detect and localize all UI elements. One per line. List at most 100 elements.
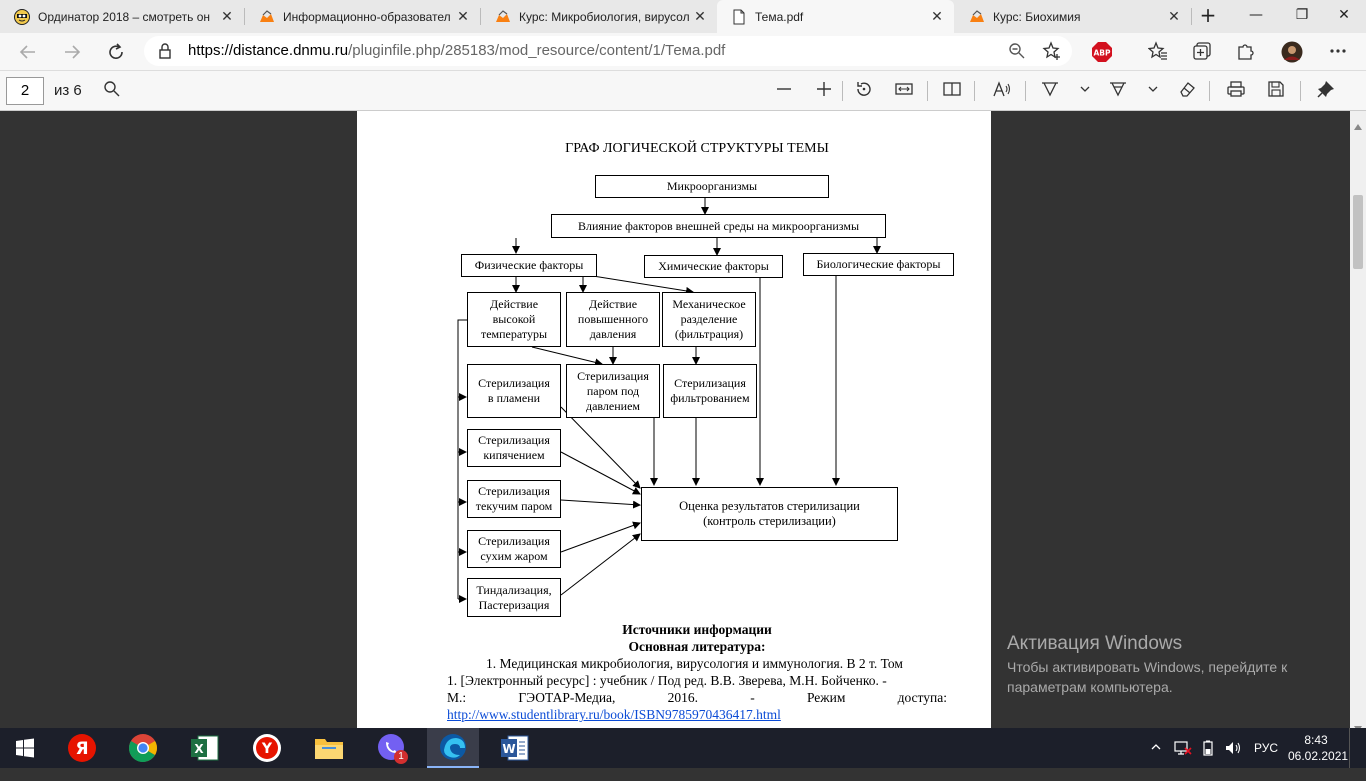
high-pressure-box: Действие повышенного давления	[566, 292, 660, 347]
close-icon[interactable]: ✕	[931, 8, 943, 24]
collections-icon[interactable]	[1190, 41, 1214, 63]
tab-title: Тема.pdf	[755, 9, 804, 24]
save-icon[interactable]	[1264, 80, 1288, 102]
fit-to-width-icon[interactable]	[892, 80, 916, 102]
tab-title: Курс: Биохимия	[993, 9, 1081, 24]
extension-icon[interactable]	[1234, 41, 1258, 63]
yandex-browser-icon[interactable]: Y	[242, 728, 292, 768]
pin-toolbar-icon[interactable]	[1314, 80, 1338, 102]
close-icon[interactable]: ✕	[457, 8, 469, 24]
tab-title: Ординатор 2018 – смотреть он	[38, 9, 211, 24]
close-icon[interactable]: ✕	[221, 8, 233, 24]
pdf-viewer: ГРАФ ЛОГИЧЕСКОЙ СТРУКТУРЫ ТЕМЫ	[0, 111, 1366, 728]
tab-information[interactable]: Информационно-образовател ✕	[245, 0, 480, 33]
pdf-page: ГРАФ ЛОГИЧЕСКОЙ СТРУКТУРЫ ТЕМЫ	[357, 111, 991, 728]
arrow-left-icon	[19, 45, 35, 59]
tab-microbiology[interactable]: Курс: Микробиология, вирусол ✕	[481, 0, 717, 33]
url-field[interactable]: https://distance.dnmu.ru/pluginfile.php/…	[144, 36, 1072, 66]
box-line: Механическое	[672, 297, 746, 311]
network-offline-icon[interactable]	[1174, 740, 1192, 780]
ordinator-favicon-icon	[14, 8, 30, 25]
profile-avatar[interactable]	[1280, 41, 1304, 63]
zoom-in-icon[interactable]	[812, 80, 836, 102]
chevron-down-icon[interactable]	[1141, 80, 1165, 102]
page-view-icon[interactable]	[940, 80, 964, 102]
tab-divider	[1191, 8, 1192, 25]
reference-word: М.:	[447, 690, 467, 705]
minimize-button[interactable]: —	[1249, 7, 1263, 23]
address-bar-row: https://distance.dnmu.ru/pluginfile.php/…	[0, 33, 1366, 71]
main-literature-heading: Основная литература:	[628, 639, 766, 654]
chevron-up-icon[interactable]	[1150, 741, 1162, 781]
close-icon[interactable]: ✕	[1168, 8, 1180, 24]
file-explorer-icon[interactable]	[304, 728, 354, 768]
tab-tema-pdf[interactable]: Тема.pdf ✕	[717, 0, 954, 33]
restore-button[interactable]: ❐	[1295, 7, 1309, 23]
draw-icon[interactable]	[1038, 80, 1062, 102]
zoom-out-icon[interactable]	[772, 80, 796, 102]
toolbar-divider	[927, 81, 928, 101]
add-favorite-icon[interactable]	[1042, 41, 1062, 65]
activation-line: Чтобы активировать Windows, перейдите к	[1007, 659, 1288, 675]
activation-title: Активация Windows	[1007, 633, 1183, 654]
zoom-icon[interactable]	[1008, 42, 1026, 64]
scroll-up-icon[interactable]	[1354, 115, 1362, 134]
toolbar-divider	[974, 81, 975, 101]
reference-line: М.: ГЭОТАР-Медиа, 2016. - Режим доступа:	[447, 690, 947, 706]
read-aloud-icon[interactable]	[990, 80, 1014, 102]
page-number-input[interactable]: 2	[6, 77, 44, 105]
svg-text:X: X	[194, 742, 204, 756]
refresh-button[interactable]	[101, 37, 131, 67]
window-close-button[interactable]: ✕	[1338, 7, 1350, 23]
reference-link[interactable]: http://www.studentlibrary.ru/book/ISBN97…	[447, 707, 781, 722]
svg-text:W: W	[502, 742, 515, 756]
moodle-favicon-icon	[259, 9, 275, 25]
pdf-toolbar: 2 из 6	[0, 71, 1366, 111]
eraser-icon[interactable]	[1175, 80, 1199, 102]
vertical-scrollbar[interactable]	[1350, 111, 1366, 732]
more-options-icon[interactable]	[1326, 41, 1350, 63]
box-line: Действие	[489, 297, 539, 311]
lock-icon[interactable]	[158, 43, 172, 63]
search-icon[interactable]	[100, 80, 124, 102]
yandex-music-icon[interactable]: Я	[57, 728, 107, 768]
excel-icon[interactable]: X	[180, 728, 230, 768]
close-icon[interactable]: ✕	[694, 8, 706, 24]
show-desktop-button[interactable]	[1349, 728, 1366, 768]
tab-title: Информационно-образовател	[283, 9, 451, 24]
box-line: фильтрованием	[670, 391, 750, 405]
battery-icon[interactable]	[1200, 740, 1216, 780]
language-indicator[interactable]: РУС	[1254, 741, 1279, 755]
edge-icon[interactable]	[427, 728, 479, 768]
favorites-icon[interactable]	[1146, 41, 1170, 63]
forward-button[interactable]	[57, 37, 87, 67]
adblock-button[interactable]: ABP	[1090, 41, 1114, 63]
activation-line: параметрам компьютера.	[1007, 679, 1173, 695]
rotate-icon[interactable]	[852, 80, 876, 102]
word-icon[interactable]: W	[490, 728, 540, 768]
reference-word: Режим	[806, 690, 846, 705]
url-scheme: https://	[188, 42, 234, 59]
volume-icon[interactable]	[1224, 740, 1242, 780]
tab-biochemistry[interactable]: Курс: Биохимия ✕	[955, 0, 1191, 33]
box-line: текучим паром	[475, 499, 553, 513]
connector-arrow	[560, 533, 641, 596]
viber-icon[interactable]: 1	[366, 728, 416, 768]
chemical-factors-box: Химические факторы	[644, 255, 783, 278]
chrome-icon[interactable]	[118, 728, 168, 768]
highlight-icon[interactable]	[1106, 80, 1130, 102]
print-icon[interactable]	[1224, 80, 1248, 102]
box-line: паром под	[586, 383, 640, 398]
windows-start-icon[interactable]	[0, 728, 50, 768]
box-line: в пламени	[487, 391, 541, 405]
url-text: https://distance.dnmu.ru/pluginfile.php/…	[188, 42, 725, 59]
clock-date: 06.02.2021	[1288, 749, 1349, 763]
box-line: Действие	[588, 297, 638, 311]
tab-ordinator[interactable]: Ординатор 2018 – смотреть он ✕	[0, 0, 244, 33]
chevron-down-icon[interactable]	[1073, 80, 1097, 102]
clock[interactable]: 8:43 06.02.2021	[1288, 728, 1349, 768]
microorganisms-box: Микроорганизмы	[595, 175, 829, 198]
back-button[interactable]	[13, 37, 43, 67]
new-tab-button[interactable]: +	[1199, 3, 1217, 27]
scroll-thumb[interactable]	[1353, 195, 1363, 269]
